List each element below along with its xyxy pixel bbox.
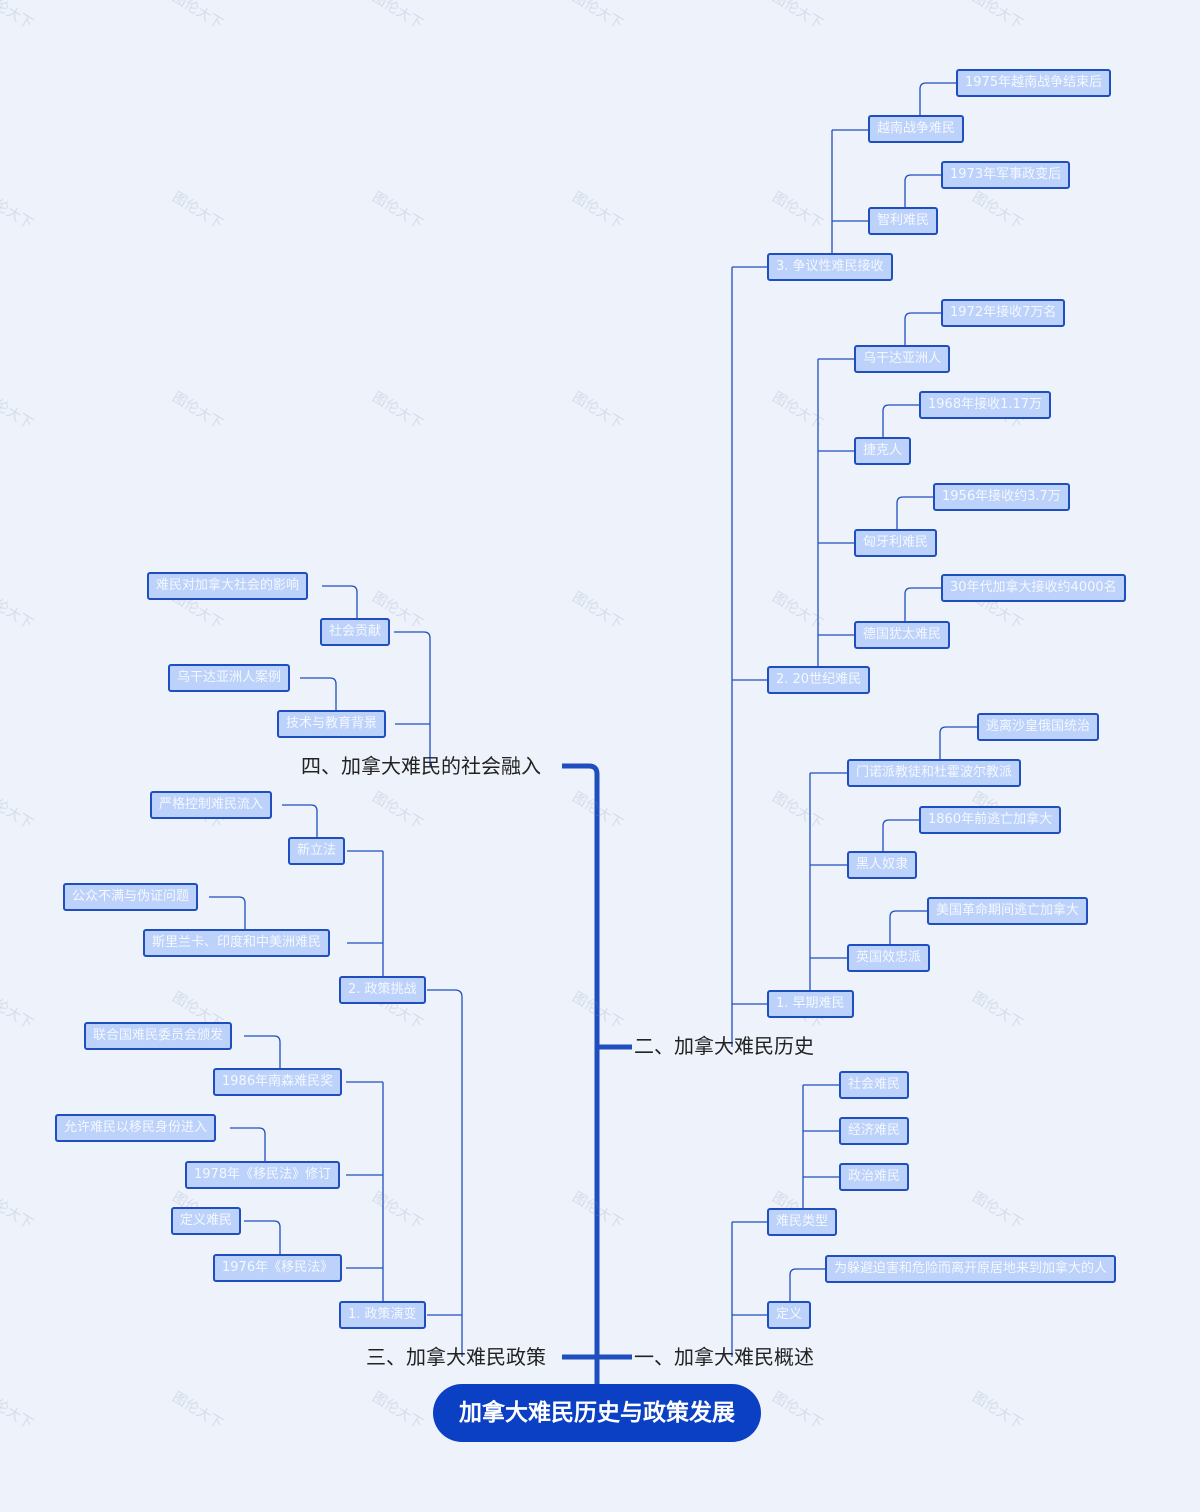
topic-refugee-types[interactable]: 难民类型 (767, 1208, 838, 1236)
topic-ugandan-detail[interactable]: 1972年接收7万名 (941, 299, 1066, 327)
connector (889, 910, 927, 944)
topic-loyalists-detail[interactable]: 美国革命期间逃亡加拿大 (927, 897, 1089, 925)
topic-mennonites-detail[interactable]: 逃离沙皇俄国统治 (977, 713, 1100, 741)
topic-social-refugee[interactable]: 社会难民 (839, 1071, 910, 1099)
connector (904, 312, 941, 345)
connector (282, 804, 318, 837)
topic-chilean-detail[interactable]: 1973年军事政变后 (941, 161, 1071, 189)
connector (300, 677, 337, 710)
topic-czech[interactable]: 捷克人 (854, 437, 912, 465)
connector (904, 174, 941, 207)
connector (939, 726, 977, 759)
branch-overview[interactable]: 一、加拿大难民概述 (634, 1345, 814, 1369)
topic-controversial[interactable]: 3. 争议性难民接收 (767, 253, 893, 281)
connector (896, 496, 933, 529)
connector (919, 82, 956, 115)
topic-ugandan-asians[interactable]: 乌干达亚洲人 (854, 345, 951, 373)
connector (882, 819, 919, 851)
topic-jewish-detail[interactable]: 30年代加拿大接收约4000名 (941, 574, 1126, 602)
connector (789, 1268, 825, 1301)
topic-policy-evolution[interactable]: 1. 政策演变 (339, 1301, 426, 1329)
topic-policy-challenges[interactable]: 2. 政策挑战 (339, 976, 426, 1004)
topic-vietnam-detail[interactable]: 1975年越南战争结束后 (956, 69, 1112, 97)
topic-hungarian[interactable]: 匈牙利难民 (854, 529, 938, 557)
topic-new-legislation[interactable]: 新立法 (288, 837, 346, 865)
topic-definition[interactable]: 定义 (767, 1301, 812, 1329)
topic-mennonites[interactable]: 门诺派教徒和杜霍波尔教派 (847, 759, 1022, 787)
branch-integration[interactable]: 四、加拿大难民的社会融入 (301, 754, 541, 778)
topic-strict-control[interactable]: 严格控制难民流入 (150, 791, 273, 819)
topic-chilean[interactable]: 智利难民 (868, 207, 939, 235)
connector (244, 1035, 281, 1068)
connector (394, 631, 431, 766)
topic-ugandan-case[interactable]: 乌干达亚洲人案例 (168, 664, 291, 692)
branch-policy[interactable]: 三、加拿大难民政策 (366, 1345, 546, 1369)
topic-20th-century[interactable]: 2. 20世纪难民 (767, 666, 871, 694)
connector (904, 587, 941, 621)
topic-jewish-refugees[interactable]: 德国犹太难民 (854, 621, 951, 649)
topic-definition-text[interactable]: 为躲避迫害和危险而离开原居地来到加拿大的人 (825, 1255, 1117, 1283)
root-topic[interactable]: 加拿大难民历史与政策发展 (433, 1384, 761, 1442)
connector (427, 989, 463, 1357)
topic-1978-amend[interactable]: 1978年《移民法》修订 (185, 1161, 341, 1189)
topic-srilanka-india[interactable]: 斯里兰卡、印度和中美洲难民 (143, 929, 331, 957)
connector (322, 585, 358, 618)
topic-czech-detail[interactable]: 1968年接收1.17万 (919, 391, 1052, 419)
topic-1986-detail[interactable]: 联合国难民委员会颁发 (84, 1022, 233, 1050)
connector (209, 896, 246, 929)
topic-black-slaves[interactable]: 黑人奴隶 (847, 851, 918, 879)
topic-vietnam[interactable]: 越南战争难民 (868, 115, 965, 143)
connector (562, 763, 600, 1384)
topic-black-slaves-detail[interactable]: 1860年前逃亡加拿大 (919, 806, 1062, 834)
topic-impact[interactable]: 难民对加拿大社会的影响 (147, 572, 309, 600)
topic-1976-act[interactable]: 1976年《移民法》 (213, 1254, 343, 1282)
topic-1976-detail[interactable]: 定义难民 (171, 1207, 242, 1235)
topic-1986-nansen[interactable]: 1986年南森难民奖 (213, 1068, 343, 1096)
topic-political-refugee[interactable]: 政治难民 (839, 1163, 910, 1191)
topic-education-background[interactable]: 技术与教育背景 (277, 710, 387, 738)
connector (244, 1220, 281, 1254)
topic-early-refugees[interactable]: 1. 早期难民 (767, 990, 854, 1018)
topic-economic-refugee[interactable]: 经济难民 (839, 1117, 910, 1145)
topic-1978-detail[interactable]: 允许难民以移民身份进入 (55, 1114, 217, 1142)
connector (882, 404, 919, 437)
connector (230, 1127, 266, 1161)
topic-social-contribution[interactable]: 社会贡献 (320, 618, 391, 646)
topic-loyalists[interactable]: 英国效忠派 (847, 944, 931, 972)
topic-public-discontent[interactable]: 公众不满与伪证问题 (63, 883, 199, 911)
branch-history[interactable]: 二、加拿大难民历史 (634, 1034, 814, 1058)
topic-hungarian-detail[interactable]: 1956年接收约3.7万 (933, 483, 1070, 511)
